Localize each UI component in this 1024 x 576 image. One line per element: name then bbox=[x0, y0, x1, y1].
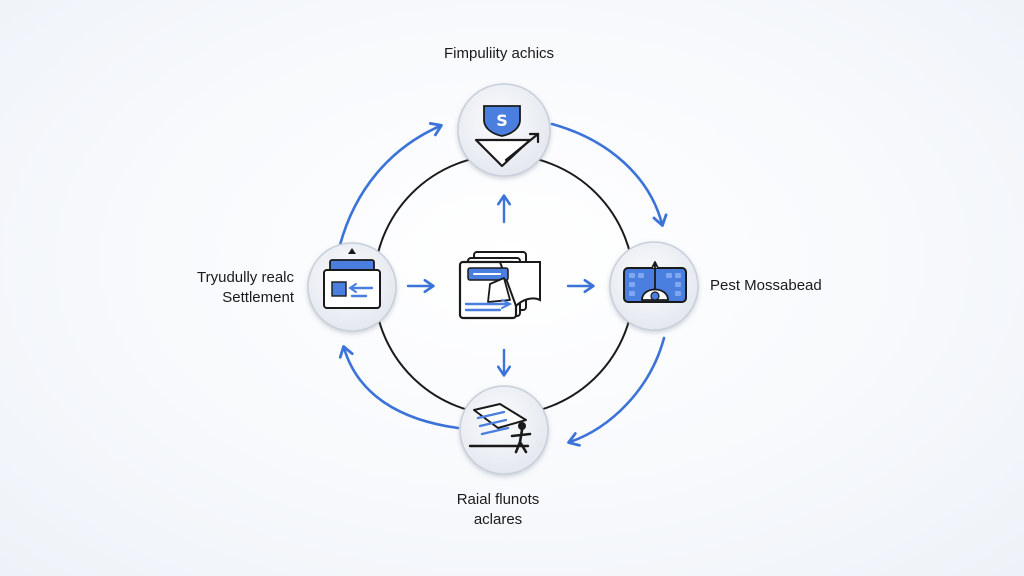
arrow-right-to-bottom bbox=[567, 336, 666, 447]
arrow-bottom-to-left bbox=[338, 345, 460, 430]
node-right[interactable] bbox=[609, 241, 699, 331]
node-top-label-text: Fimpuliity achics bbox=[444, 45, 555, 62]
node-right-label: Pest Mossabead bbox=[710, 276, 822, 296]
documents-stack-icon[interactable] bbox=[458, 251, 541, 320]
node-bottom[interactable] bbox=[459, 385, 549, 475]
node-left[interactable] bbox=[307, 242, 397, 332]
document-folder-icon bbox=[323, 248, 381, 309]
svg-text:S: S bbox=[496, 111, 508, 130]
arrow-top-to-right bbox=[550, 122, 668, 227]
node-bottom-label-line1: Raial flunots bbox=[456, 491, 540, 508]
node-left-label: Tryudully realc Settlement bbox=[197, 268, 294, 308]
node-left-label-line1: Tryudully realc bbox=[197, 269, 294, 286]
node-bottom-label-line2: aclares bbox=[473, 511, 523, 528]
node-top-label: Fimpuliity achics bbox=[444, 44, 554, 64]
stack-person-icon bbox=[468, 403, 532, 454]
dashboard-gauge-icon bbox=[623, 261, 687, 303]
node-bottom-label: Raial flunots aclares bbox=[438, 490, 558, 530]
node-right-label-text: Pest Mossabead bbox=[710, 277, 822, 294]
node-top[interactable]: S bbox=[457, 83, 551, 177]
arrow-left-to-top bbox=[338, 122, 443, 247]
node-left-label-line2: Settlement bbox=[222, 289, 294, 306]
shield-funnel-icon: S bbox=[474, 105, 540, 168]
